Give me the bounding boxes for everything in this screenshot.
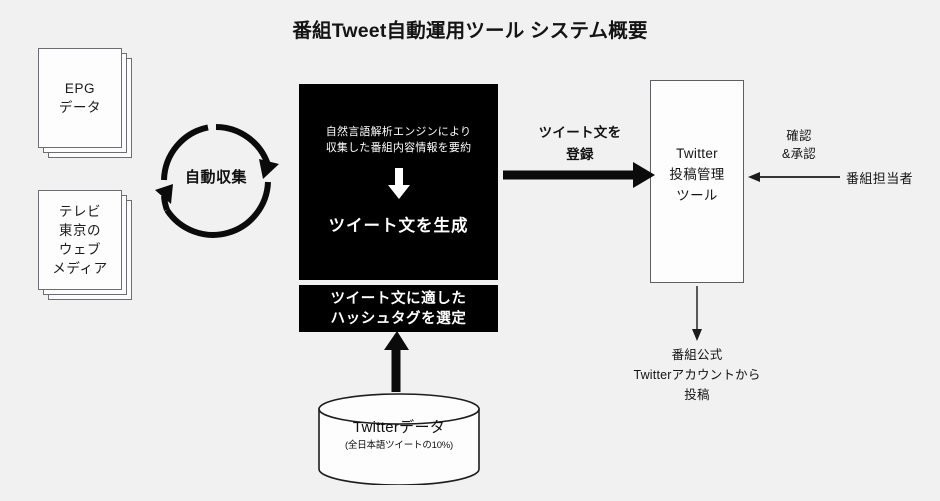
web-line-3: ウェブ xyxy=(58,242,102,257)
web-line-1: テレビ xyxy=(58,204,102,219)
nlp-summary-line-2: 収集した番組内容情報を要約 xyxy=(325,141,472,154)
arrow-tool-to-official-post xyxy=(692,286,702,341)
program-staff-label: 番組担当者 xyxy=(846,171,914,186)
datastore-subtitle: (全日本語ツイートの10%) xyxy=(344,440,454,451)
official-line-3: 投稿 xyxy=(684,388,710,402)
arrow-datastore-to-hashtag xyxy=(384,331,409,392)
official-account-post-label: 番組公式 Twitterアカウントから 投稿 xyxy=(592,345,802,405)
approve-line-2: &承認 xyxy=(782,147,816,161)
tool-line-3: ツール xyxy=(676,188,718,203)
sheet-front: EPG データ xyxy=(38,48,122,148)
register-tweet-label: ツイート文を 登録 xyxy=(512,122,648,166)
auto-collect-label: 自動収集 xyxy=(184,169,247,186)
arrow-staff-approval xyxy=(748,172,840,182)
tool-line-1: Twitter xyxy=(676,146,718,161)
web-line-4: メディア xyxy=(52,261,108,276)
source-document-epg-label: EPG データ xyxy=(39,49,121,147)
hashtag-selection-text: ツイート文に適した ハッシュタグを選定 xyxy=(331,289,467,329)
twitter-datastore-cylinder xyxy=(318,393,480,486)
nlp-summary-line-1: 自然言語解析エンジンにより xyxy=(325,125,472,138)
approval-label: 確認 &承認 xyxy=(757,127,841,163)
page-title: 番組Tweet自動運用ツール システム概要 xyxy=(292,20,648,42)
nlp-engine-summary-text: 自然言語解析エンジンにより 収集した番組内容情報を要約 xyxy=(326,124,472,156)
official-line-2: Twitterアカウントから xyxy=(633,368,761,382)
tool-line-2: 投稿管理 xyxy=(669,167,725,182)
datastore-title: Twitterデータ xyxy=(352,419,446,436)
nlp-engine-result-text: ツイート文を生成 xyxy=(328,216,469,235)
register-line-1: ツイート文を xyxy=(538,125,622,140)
hashtag-selection-box: ツイート文に適した ハッシュタグを選定 xyxy=(299,285,498,332)
official-line-1: 番組公式 xyxy=(671,348,723,362)
web-line-2: 東京の xyxy=(58,223,102,238)
approve-line-1: 確認 xyxy=(786,129,812,143)
sheet-front: テレビ 東京の ウェブ メディア xyxy=(38,190,122,290)
epg-line-2: データ xyxy=(58,100,102,115)
auto-collect-cycle-icon xyxy=(152,118,280,246)
source-document-web-media-label: テレビ 東京の ウェブ メディア xyxy=(39,191,121,289)
down-arrow-icon xyxy=(386,167,412,205)
twitter-datastore-label: Twitterデータ (全日本語ツイートの10%) xyxy=(318,418,480,453)
register-line-2: 登録 xyxy=(566,147,594,162)
nlp-engine-box: 自然言語解析エンジンにより 収集した番組内容情報を要約 ツイート文を生成 xyxy=(299,84,498,280)
hashtag-line-2: ハッシュタグを選定 xyxy=(330,310,467,327)
twitter-posting-tool-box xyxy=(650,80,744,283)
twitter-posting-tool-label: Twitter 投稿管理 ツール xyxy=(650,143,744,206)
hashtag-line-1: ツイート文に適した xyxy=(330,290,467,307)
epg-line-1: EPG xyxy=(64,81,96,96)
